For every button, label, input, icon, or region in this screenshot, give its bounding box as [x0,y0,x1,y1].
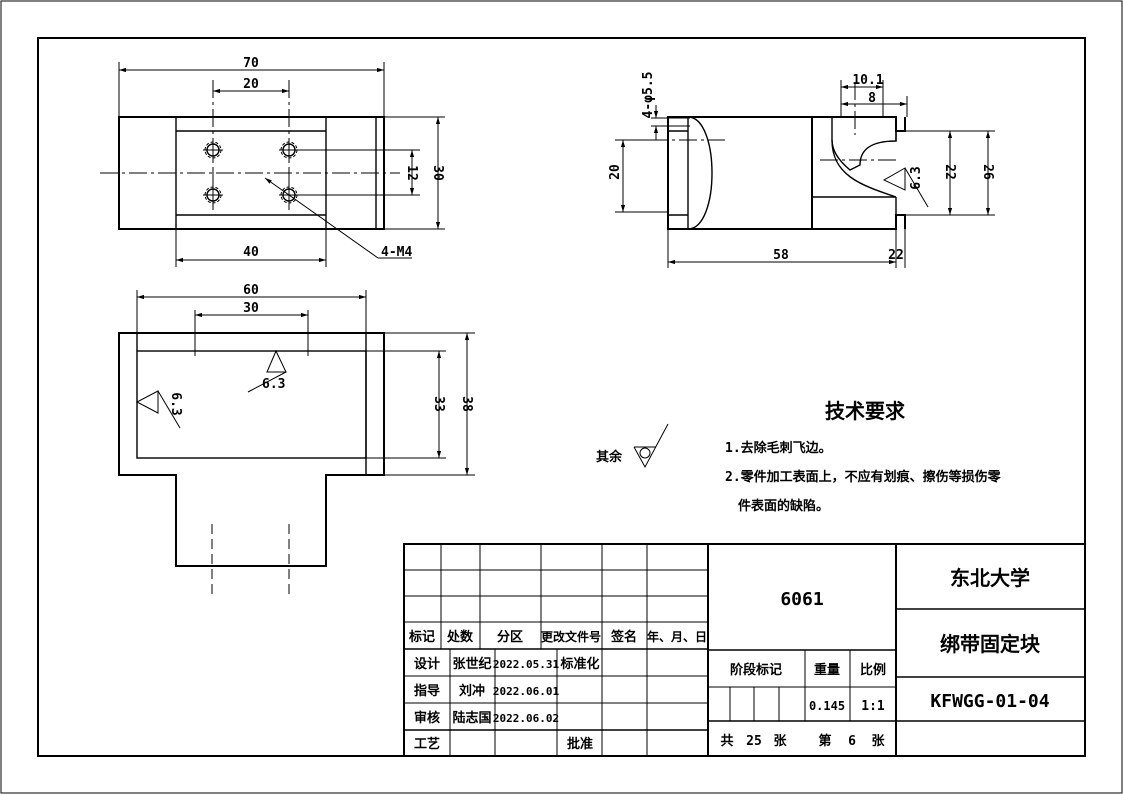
scale-value: 1:1 [861,699,885,714]
dim-70: 70 [243,56,259,71]
other-roughness-note: 其余 [596,423,669,469]
weight-value: 0.145 [809,699,845,713]
front-view: 60 30 33 38 6.3 6.3 [118,283,475,598]
material: 6061 [780,589,823,610]
header-count: 处数 [446,629,474,645]
dim-12: 12 [404,165,419,181]
top-view: 70 20 12 30 40 4-M4 [100,56,445,267]
review-date: 2022.06.02 [493,712,559,725]
tech-req-item-2-cont: 件表面的缺陷。 [738,498,829,514]
university-name: 东北大学 [950,566,1030,590]
dim-22-bottom: 22 [888,248,904,263]
dim-33: 33 [431,396,446,412]
svg-text:其余: 其余 [596,449,623,465]
tech-req-item-2: 2.零件加工表面上，不应有划痕、擦伤等损伤零 [725,469,1002,485]
dim-20-side: 20 [608,164,623,180]
roughness-symbol: 6.3 [882,166,929,208]
dim-38: 38 [459,396,474,412]
thread-hole [203,140,223,160]
dim-26: 26 [980,164,995,180]
sheets-total: 25 [746,734,762,749]
svg-text:6.3: 6.3 [262,377,285,392]
tech-req-title: 技术要求 [825,399,906,423]
review-label: 审核 [414,710,440,726]
stage-mark-label: 阶段标记 [730,662,782,678]
sheets-current-prefix: 第 [818,733,831,749]
roughness-symbol: 6.3 [135,390,183,429]
sheets-total-prefix: 共 [720,733,733,749]
design-date: 2022.05.31 [493,658,560,671]
sheets-current: 6 [848,734,856,749]
review-name: 陆志国 [452,710,491,726]
tech-req-item-1: 1.去除毛刺飞边。 [725,440,832,456]
header-date: 年、月、日 [647,629,707,644]
sheets-unit-1: 张 [773,734,787,749]
dim-40: 40 [243,245,259,260]
part-name: 绑带固定块 [940,632,1041,656]
dim-58: 58 [773,248,789,263]
design-std: 标准化 [559,656,599,672]
hole-note: 4-φ5.5 [641,72,656,119]
header-mark: 标记 [408,629,435,645]
guide-name: 刘冲 [459,683,485,699]
drawing-number: KFWGG-01-04 [930,691,1049,712]
guide-label: 指导 [414,683,440,699]
header-change-doc: 更改文件号 [541,629,601,644]
header-zone: 分区 [497,629,523,645]
design-name: 张世纪 [452,656,491,672]
svg-text:6.3: 6.3 [168,392,183,415]
dim-30-front: 30 [243,301,259,316]
process-label: 工艺 [414,736,440,752]
dim-10-1: 10.1 [852,73,883,88]
sheets-unit-2: 张 [871,734,885,749]
side-view: 4-φ5.5 10.1 8 20 22 26 6.3 58 22 [608,72,995,268]
title-block: 标记 处数 分区 更改文件号 签名 年、月、日 设计 张世纪 2022.05.3… [403,543,1086,757]
dim-22-vertical: 22 [942,164,957,180]
thread-hole [203,185,223,205]
thread-note: 4-M4 [381,245,412,260]
approve-label: 批准 [567,736,593,752]
roughness-symbol: 6.3 [247,349,287,393]
dim-60: 60 [243,283,259,298]
dim-20: 20 [243,77,259,92]
svg-text:6.3: 6.3 [909,166,924,189]
design-label: 设计 [414,656,440,672]
header-signature: 签名 [610,629,637,645]
dim-30: 30 [430,165,445,181]
technical-requirements: 技术要求 1.去除毛刺飞边。 2.零件加工表面上，不应有划痕、擦伤等损伤零 件表… [725,399,1002,514]
guide-date: 2022.06.01 [493,685,560,698]
dim-8: 8 [868,91,876,106]
scale-label: 比例 [860,662,886,678]
weight-label: 重量 [814,662,840,678]
